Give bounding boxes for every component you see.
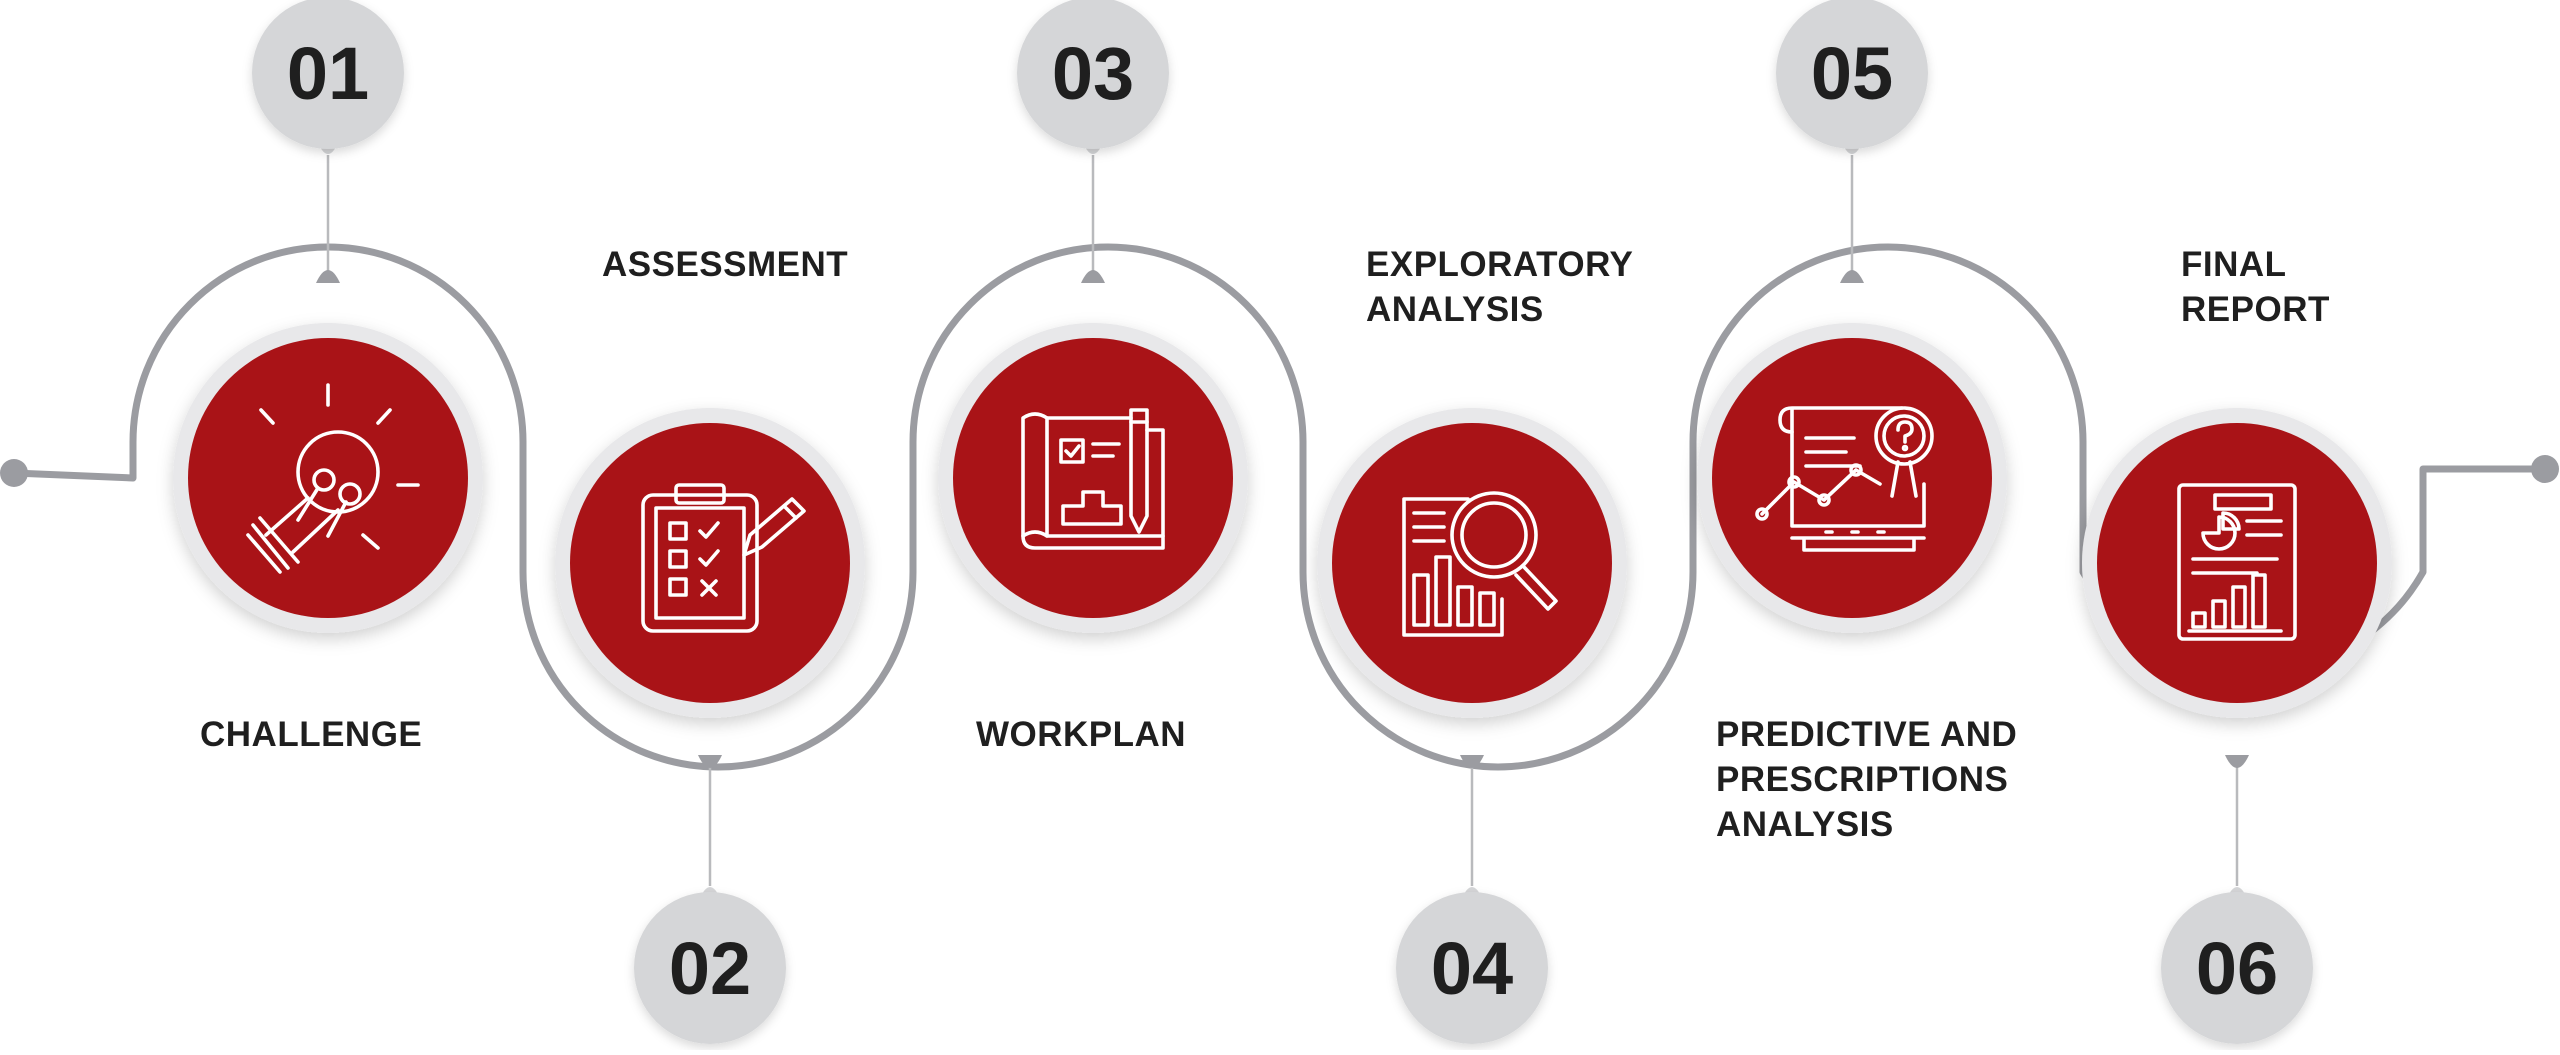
ring-anchor [698,755,722,768]
ring-anchor [1081,270,1105,283]
lightbulb-icon [246,383,420,574]
step-1-disc [188,338,468,618]
label-line: REPORT [2181,290,2330,329]
step-3-number: 03 [1052,32,1134,115]
step-4-number: 04 [1431,927,1513,1010]
label-line: FINAL [2181,245,2287,284]
blueprint-plan-icon [1021,408,1165,550]
step-6-number-badge [2161,892,2313,1044]
label-line: ANALYSIS [1716,805,1894,844]
timeline-path [13,243,2545,771]
ring-anchor [1460,755,1484,768]
step-3-label: WORKPLAN [976,712,1186,757]
step-6-number: 06 [2196,927,2278,1010]
label-line: ANALYSIS [1366,290,1544,329]
label-line: PRESCRIPTIONS [1716,760,2009,799]
label-line: WORKPLAN [976,715,1187,754]
presentation-trend-icon [1755,406,1934,552]
step-2-number-badge [634,892,786,1044]
magnifier-report-icon [1402,491,1558,637]
step-1-label: CHALLENGE [200,712,422,757]
path-start-dot [0,459,28,487]
step-5-number-badge [1776,0,1928,149]
checklist-clipboard-icon [641,483,806,633]
step-5-label: PREDICTIVE AND PRESCRIPTIONS ANALYSIS [1716,712,2017,847]
ring-anchor [1840,270,1864,283]
step-2-label: ASSESSMENT [602,242,848,287]
ring-anchor [2225,755,2249,768]
step-4-disc [1332,423,1612,703]
step-1-number: 01 [287,32,369,115]
path-end-dot [2531,455,2559,483]
step-6-disc [2097,423,2377,703]
label-line: EXPLORATORY [1366,245,1634,284]
step-1-number-badge [252,0,404,149]
step-4-label: EXPLORATORY ANALYSIS [1366,242,1633,332]
step-5-disc [1712,338,1992,618]
step-6-label: FINAL REPORT [2181,242,2330,332]
label-line: PREDICTIVE AND [1716,715,2018,754]
label-line: ASSESSMENT [602,245,849,284]
step-5-number: 05 [1811,32,1893,115]
step-4-number-badge [1396,892,1548,1044]
final-report-icon [2177,483,2297,641]
step-3-number-badge [1017,0,1169,149]
label-line: CHALLENGE [200,715,423,754]
step-3-disc [953,338,1233,618]
ring-anchor [316,270,340,283]
step-2-number: 02 [669,927,751,1010]
